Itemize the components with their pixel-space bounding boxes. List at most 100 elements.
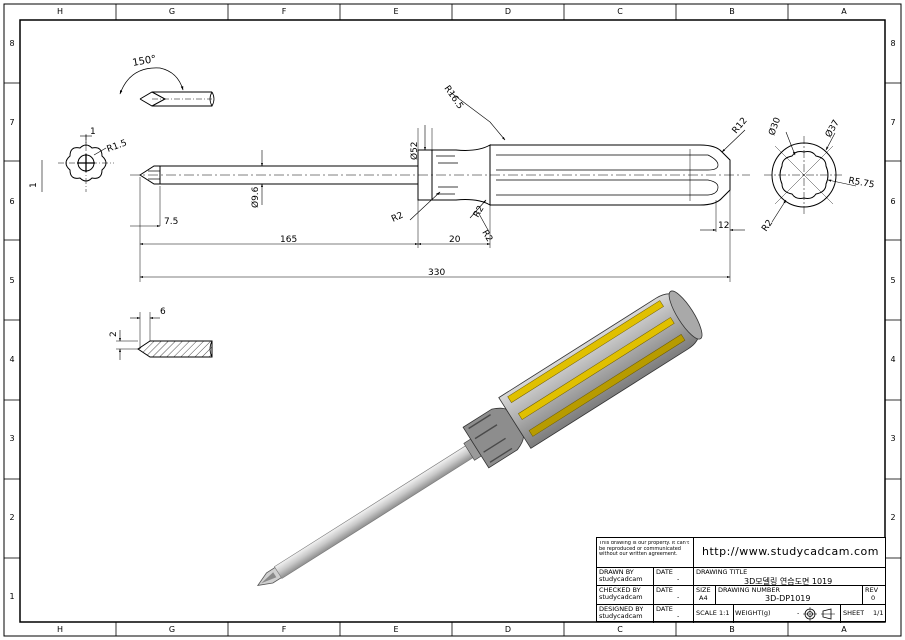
- dim-12: 12: [718, 221, 729, 231]
- zone-top-b: B: [729, 7, 735, 16]
- dim-165: 165: [280, 235, 297, 245]
- dim-one-top: 1: [90, 127, 96, 137]
- sheet-label: SHEET: [843, 610, 865, 617]
- zone-bottom-c: C: [617, 625, 623, 634]
- col-divider: [733, 604, 734, 623]
- zone-right-6: 6: [890, 197, 895, 206]
- zone-top-g: G: [169, 7, 175, 16]
- drawn-by-value: studycadcam: [599, 576, 643, 583]
- size-value: A4: [699, 595, 708, 602]
- handle-end-view: [764, 131, 857, 223]
- weight-label: WEIGHT(g): [735, 610, 771, 617]
- zone-right-8: 8: [890, 39, 895, 48]
- zone-bottom-h: H: [57, 625, 63, 634]
- scale-value: 1:1: [719, 610, 730, 617]
- zone-right-7: 7: [890, 118, 895, 127]
- weight-value: -: [797, 610, 800, 617]
- zone-bottom-g: G: [169, 625, 175, 634]
- dim-7-5: 7.5: [164, 217, 178, 227]
- zone-bottom-b: B: [729, 625, 735, 634]
- col-divider: [862, 585, 863, 604]
- dim-d37: Ø37: [823, 118, 842, 140]
- zone-right-4: 4: [890, 355, 895, 364]
- drawing-title-value: 3D모델링 연습도면 1019: [744, 577, 833, 586]
- zone-right-5: 5: [890, 276, 895, 285]
- zone-bottom-f: F: [282, 625, 287, 634]
- dim-angle-150: 150°: [132, 54, 158, 69]
- notice-text: This drawing is our property. It can't b…: [599, 541, 690, 557]
- dim-r16-5: R16.5: [442, 84, 465, 111]
- drawing-number-label: DRAWING NUMBER: [718, 587, 780, 594]
- dim-r2-b: R2: [472, 204, 487, 219]
- zone-top-d: D: [505, 7, 511, 16]
- date-label-2: DATE: [656, 587, 673, 594]
- checked-by-value: studycadcam: [599, 594, 643, 601]
- zone-top-a: A: [841, 7, 847, 16]
- date-label-3: DATE: [656, 606, 673, 613]
- date-value-2: -: [677, 594, 680, 601]
- designed-by-label: DESIGNED BY: [599, 606, 644, 613]
- col-divider: [715, 585, 716, 604]
- designed-by-value: studycadcam: [599, 613, 643, 620]
- scale-label: SCALE: [696, 610, 717, 617]
- date-label-1: DATE: [656, 569, 673, 576]
- dim-d9-6: Ø9.6: [250, 186, 261, 208]
- website-url[interactable]: http://www.studycadcam.com: [702, 545, 879, 558]
- col-divider: [693, 567, 694, 623]
- projection-symbol-icon: [803, 607, 835, 621]
- rev-label: REV: [865, 587, 879, 594]
- front-view: [130, 128, 750, 282]
- section-detail: [116, 312, 213, 360]
- zone-left-5: 5: [9, 276, 14, 285]
- row-divider: [597, 585, 693, 586]
- col-divider: [840, 604, 841, 623]
- zone-top-f: F: [282, 7, 287, 16]
- col-divider: [653, 567, 654, 623]
- drawing-title-label: DRAWING TITLE: [696, 569, 748, 576]
- dim-r12: R12: [731, 116, 750, 136]
- row-divider: [597, 567, 886, 568]
- zone-left-7: 7: [9, 118, 14, 127]
- zone-bottom-e: E: [393, 625, 398, 634]
- zone-left-2: 2: [9, 513, 14, 522]
- dim-d30: Ø30: [766, 116, 783, 137]
- dim-r2-c: R2: [479, 229, 494, 244]
- zone-top-c: C: [617, 7, 623, 16]
- title-block: This drawing is our property. It can't b…: [596, 537, 886, 623]
- dim-d52: Ø52: [409, 141, 420, 160]
- row-divider: [693, 585, 886, 586]
- zone-left-8: 8: [9, 39, 14, 48]
- size-label: SIZE: [696, 587, 711, 594]
- zone-left-4: 4: [9, 355, 14, 364]
- tip-angle-detail: [119, 67, 215, 107]
- dim-330: 330: [428, 268, 445, 278]
- dim-six: 6: [160, 307, 166, 317]
- zone-left-6: 6: [9, 197, 14, 206]
- sheet-value: 1/1: [873, 610, 884, 617]
- dim-r1-5: R1.5: [106, 138, 129, 154]
- date-value-3: -: [677, 613, 680, 620]
- dim-one-side: 1: [29, 182, 39, 188]
- zone-left-3: 3: [9, 434, 14, 443]
- zone-bottom-d: D: [505, 625, 511, 634]
- row-divider: [597, 604, 886, 605]
- zone-top-e: E: [393, 7, 398, 16]
- sheet-border: [3, 3, 902, 637]
- zone-top-h: H: [57, 7, 63, 16]
- url-cell: http://www.studycadcam.com: [693, 538, 886, 567]
- date-value-1: -: [677, 576, 680, 583]
- rev-value: 0: [871, 595, 876, 602]
- checked-by-label: CHECKED BY: [599, 587, 641, 594]
- isometric-render: [256, 290, 703, 586]
- zone-right-3: 3: [890, 434, 895, 443]
- dim-r2-a: R2: [390, 211, 405, 225]
- zone-bottom-a: A: [841, 625, 847, 634]
- dim-20: 20: [449, 235, 461, 245]
- dim-r5-75: R5.75: [847, 176, 875, 190]
- drawing-number-value: 3D-DP1019: [765, 594, 811, 603]
- front-view-dimensions: [130, 91, 746, 279]
- zone-right-2: 2: [890, 513, 895, 522]
- zone-left-1: 1: [9, 592, 14, 601]
- drawn-by-label: DRAWN BY: [599, 569, 634, 576]
